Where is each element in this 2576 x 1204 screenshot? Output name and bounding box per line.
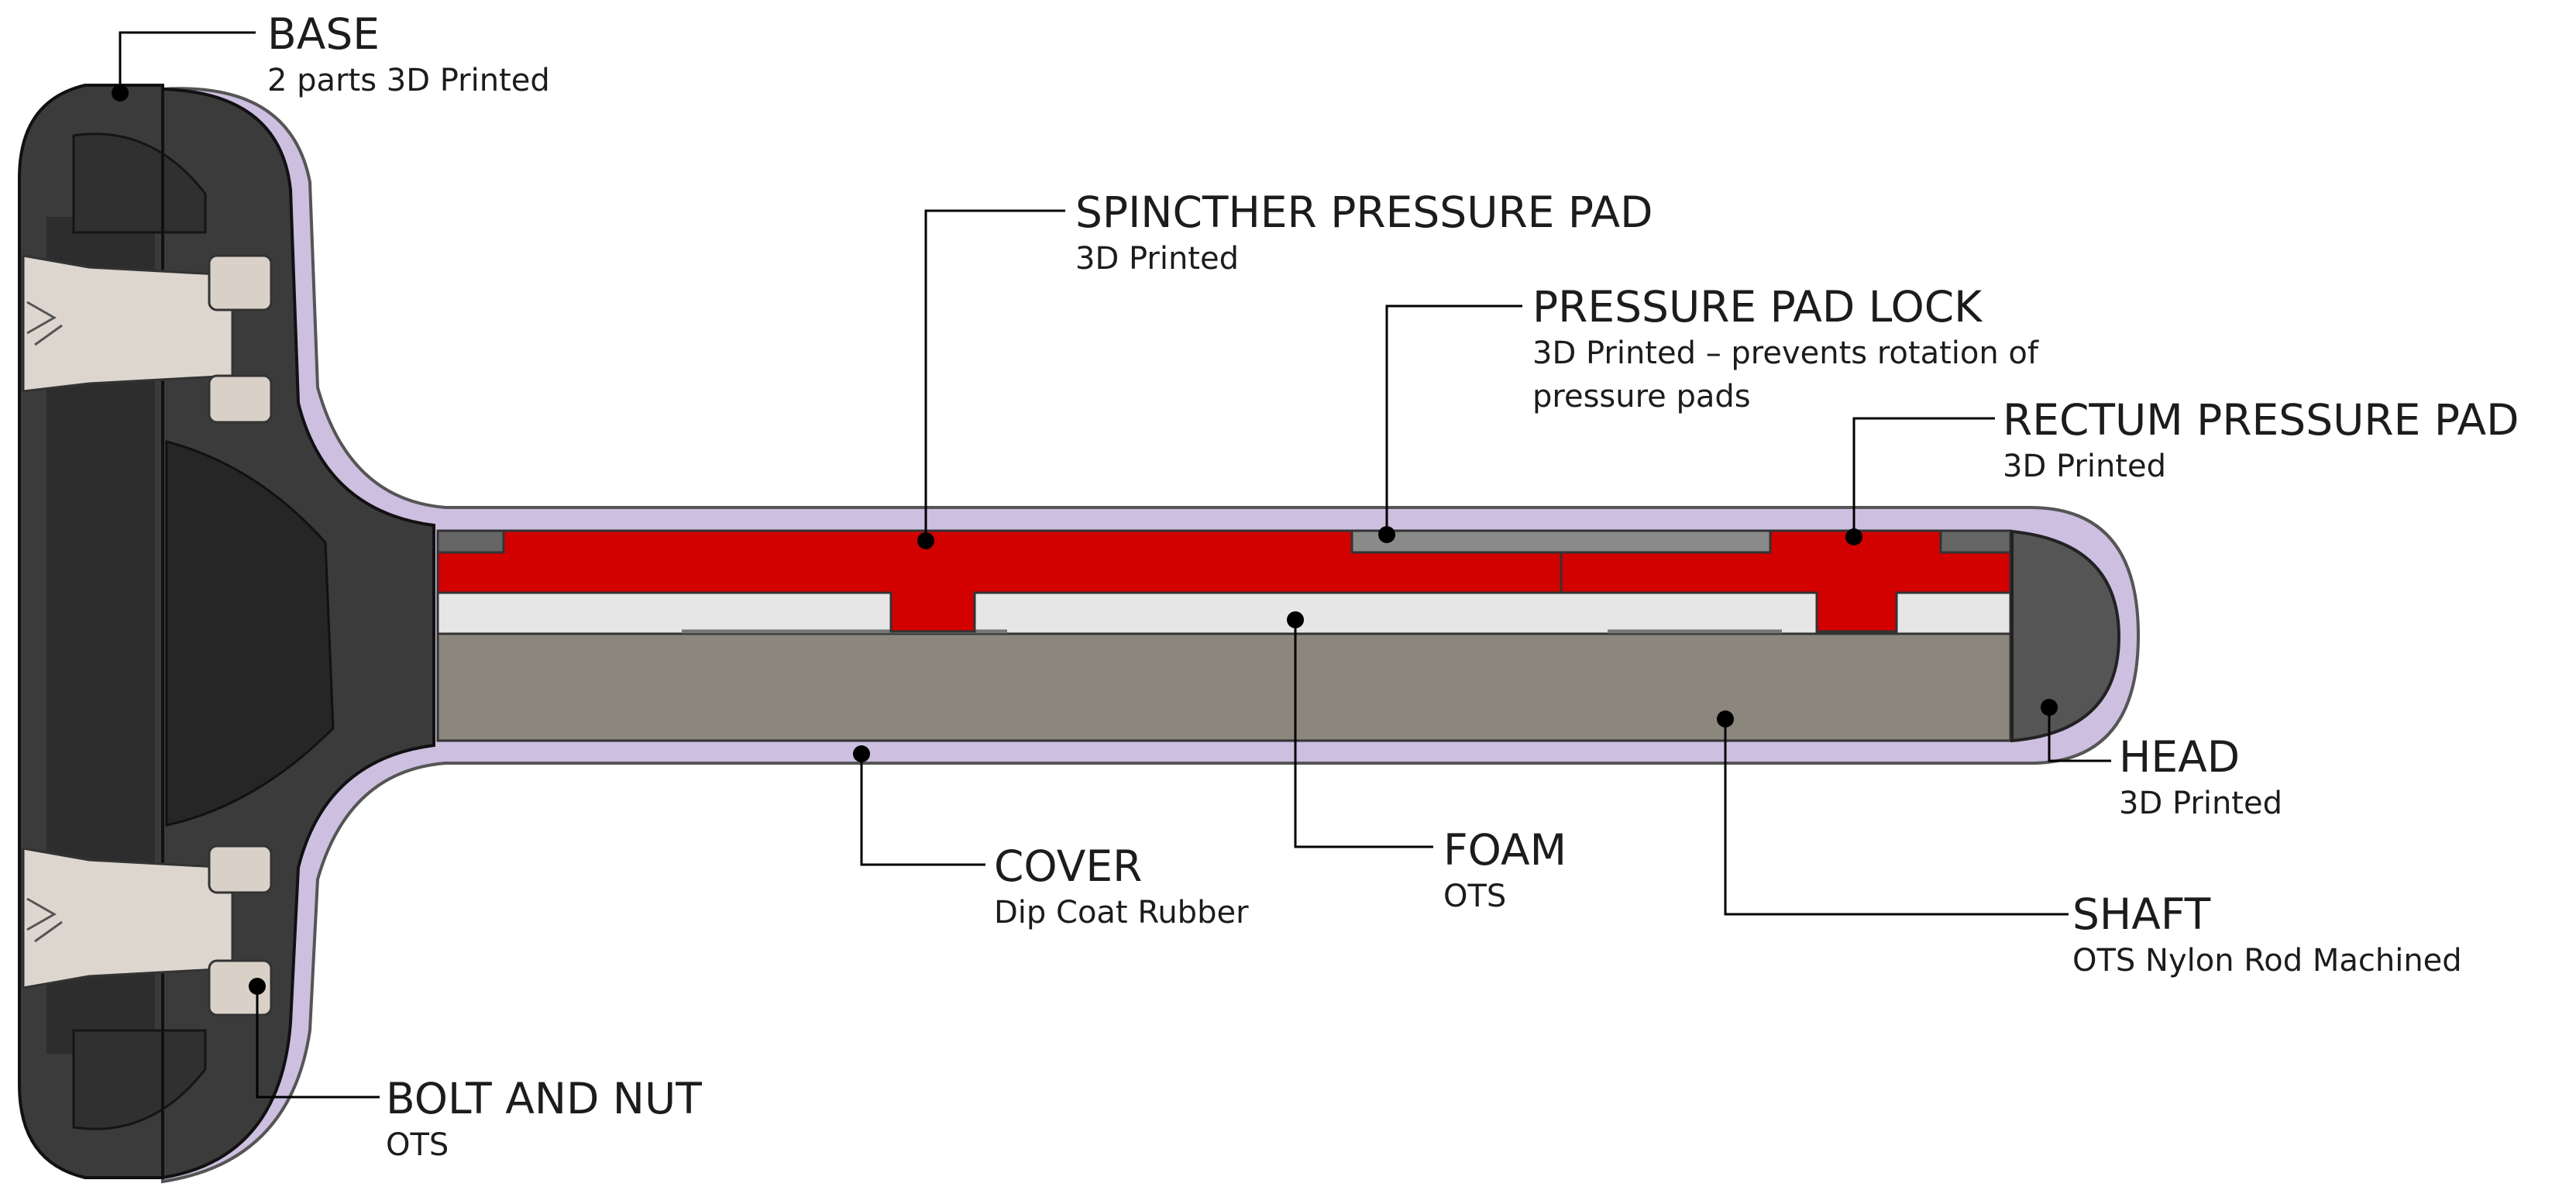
label-shaft-title: SHAFT	[2072, 889, 2211, 939]
leader-cover	[860, 754, 985, 866]
pressure-pad-lock	[1350, 529, 1772, 554]
foam-strip	[436, 591, 2012, 635]
dot-spincther	[917, 532, 934, 549]
label-bolt: BOLT AND NUT OTS	[386, 1074, 702, 1167]
label-foam-title: FOAM	[1443, 825, 1567, 875]
leader-lock	[1385, 304, 1522, 535]
label-head-sub: 3D Printed	[2119, 786, 2282, 821]
label-spincther-title: SPINCTHER PRESSURE PAD	[1075, 187, 1653, 237]
label-cover: COVER Dip Coat Rubber	[994, 841, 1249, 934]
dot-base	[112, 84, 129, 101]
label-spincther: SPINCTHER PRESSURE PAD 3D Printed	[1075, 187, 1653, 280]
bolt-top	[22, 254, 273, 424]
dot-bolt	[249, 978, 266, 995]
label-base-sub: 2 parts 3D Printed	[267, 63, 550, 98]
leader-lines	[119, 31, 2111, 1099]
label-bolt-sub: OTS	[386, 1127, 449, 1163]
label-base-title: BASE	[267, 9, 380, 59]
device-cross-section	[18, 84, 2141, 1184]
leader-shaft	[1724, 719, 2069, 916]
head-tip	[2010, 529, 2121, 743]
label-head-title: HEAD	[2119, 732, 2241, 782]
label-cover-sub: Dip Coat Rubber	[994, 895, 1249, 931]
label-rectum: RECTUM PRESSURE PAD 3D Printed	[2003, 395, 2519, 488]
leader-rectum	[1852, 417, 1995, 537]
label-lock-title: PRESSURE PAD LOCK	[1532, 282, 1983, 332]
label-bolt-title: BOLT AND NUT	[386, 1074, 702, 1123]
label-head: HEAD 3D Printed	[2119, 732, 2282, 825]
leader-spincther	[924, 209, 1065, 541]
leader-head	[2048, 707, 2111, 762]
label-base: BASE 2 parts 3D Printed	[267, 9, 550, 102]
label-lock-sub1: 3D Printed – prevents rotation of	[1532, 335, 2038, 371]
dot-foam	[1287, 611, 1304, 628]
leader-dots	[112, 84, 2058, 995]
label-rectum-title: RECTUM PRESSURE PAD	[2003, 395, 2519, 445]
label-shaft: SHAFT OTS Nylon Rod Machined	[2072, 889, 2462, 982]
dot-lock	[1378, 526, 1395, 543]
leader-base	[119, 31, 256, 93]
shaft-rod	[436, 632, 2012, 742]
label-shaft-sub: OTS Nylon Rod Machined	[2072, 943, 2462, 979]
label-lock: PRESSURE PAD LOCK 3D Printed – prevents …	[1532, 282, 2038, 418]
label-spincther-sub: 3D Printed	[1075, 241, 1239, 277]
dot-cover	[853, 745, 870, 762]
label-foam-sub: OTS	[1443, 879, 1507, 914]
label-rectum-sub: 3D Printed	[2003, 449, 2166, 484]
label-cover-title: COVER	[994, 841, 1143, 891]
dot-head	[2041, 699, 2058, 716]
leader-foam	[1294, 620, 1433, 848]
leader-bolt	[256, 986, 380, 1099]
dot-shaft	[1717, 710, 1734, 728]
dot-rectum	[1845, 528, 1862, 545]
label-lock-sub2: pressure pads	[1532, 379, 1751, 415]
label-foam: FOAM OTS	[1443, 825, 1567, 918]
bolt-bottom	[22, 845, 273, 1017]
